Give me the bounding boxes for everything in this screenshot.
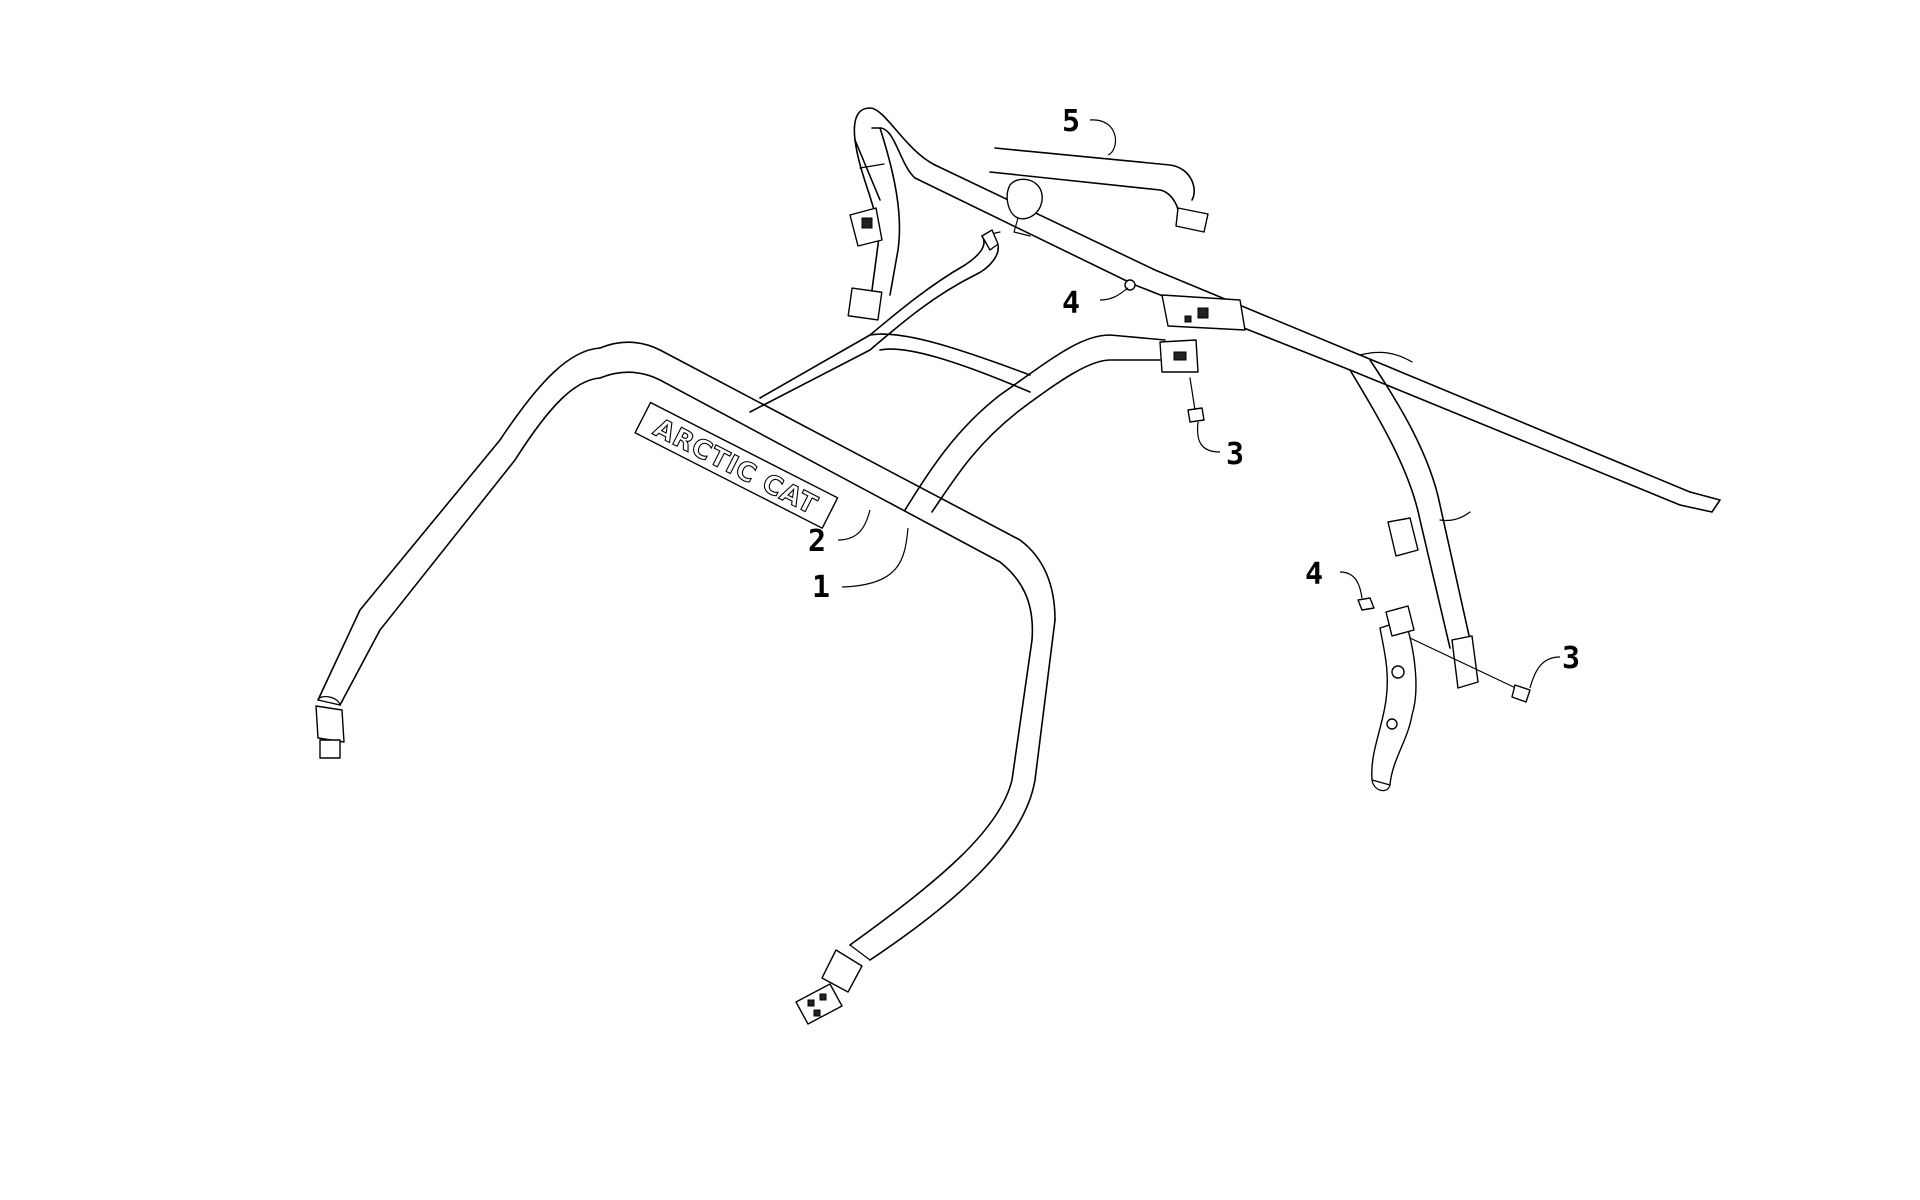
clamp-right-upper — [1387, 517, 1419, 557]
front-roll-bar — [315, 341, 1056, 1025]
clamp-upper-left — [849, 207, 883, 247]
nut-lower — [1357, 597, 1375, 611]
rear-roll-bar — [847, 107, 1721, 689]
lower-right-bracket — [1371, 605, 1417, 792]
callout-leaders — [837, 119, 1561, 689]
rear-braces — [749, 229, 1246, 513]
callout-3-lower: 3 — [1562, 641, 1580, 676]
callout-3-upper: 3 — [1226, 437, 1244, 472]
callout-labels: 5 4 3 2 1 4 3 — [808, 104, 1580, 676]
bolt-upper — [1187, 377, 1205, 423]
brand-decal-text: ARCTIC CAT — [649, 413, 823, 521]
callout-2: 2 — [808, 524, 826, 559]
callout-5: 5 — [1062, 104, 1080, 139]
bolt-lower — [1409, 637, 1531, 703]
callout-1: 1 — [812, 570, 830, 605]
support-strut — [989, 147, 1209, 237]
callout-4-upper: 4 — [1062, 286, 1080, 321]
nut-upper — [1124, 279, 1136, 291]
callout-4-lower: 4 — [1305, 557, 1323, 592]
